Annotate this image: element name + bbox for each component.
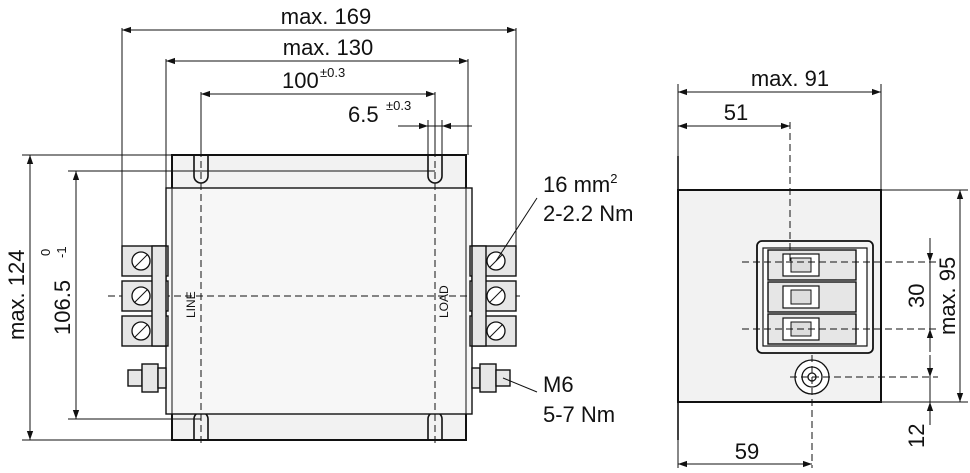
terminal-size-callout: 16 mm2 bbox=[543, 171, 617, 197]
ground-stud-left bbox=[127, 363, 167, 393]
dim-ground-offset: 12 bbox=[904, 424, 929, 448]
filter-housing bbox=[165, 187, 473, 415]
load-terminal-block bbox=[469, 245, 517, 347]
front-view: LINE LOAD max. 169 max. 130 100 ±0.3 6.5… bbox=[4, 4, 538, 445]
dim-total-height: max. 95 bbox=[935, 257, 960, 335]
line-label: LINE bbox=[184, 291, 198, 318]
terminal-torque-callout: 2-2.2 Nm bbox=[543, 201, 633, 226]
dim-depth: max. 91 bbox=[751, 66, 829, 91]
dim-hole-vertical-tol-lower: -1 bbox=[54, 246, 69, 258]
dim-hole-vertical-tol-upper: 0 bbox=[38, 249, 53, 256]
ground-thread-callout: M6 bbox=[543, 372, 574, 397]
dim-terminal-pitch: 30 bbox=[904, 284, 929, 308]
dim-ground-position: 59 bbox=[735, 439, 759, 464]
dim-slot-width: 6.5 bbox=[348, 102, 379, 127]
line-terminal-block bbox=[121, 245, 169, 347]
dim-overall-height: max. 124 bbox=[4, 250, 29, 341]
dim-flange-width: max. 130 bbox=[283, 35, 374, 60]
ground-torque-callout: 5-7 Nm bbox=[543, 402, 615, 427]
side-view: max. 91 51 max. 95 30 12 59 bbox=[677, 66, 968, 468]
dim-slot-width-tol: ±0.3 bbox=[386, 98, 411, 113]
dim-overall-width: max. 169 bbox=[281, 4, 372, 29]
dim-hole-vertical: 106.5 bbox=[50, 280, 75, 335]
dim-hole-spacing-tol: ±0.3 bbox=[320, 65, 345, 80]
load-label: LOAD bbox=[437, 285, 451, 318]
dim-hole-spacing: 100 bbox=[282, 68, 319, 93]
side-terminal-block bbox=[756, 240, 874, 354]
dim-terminal-offset: 51 bbox=[724, 100, 748, 125]
